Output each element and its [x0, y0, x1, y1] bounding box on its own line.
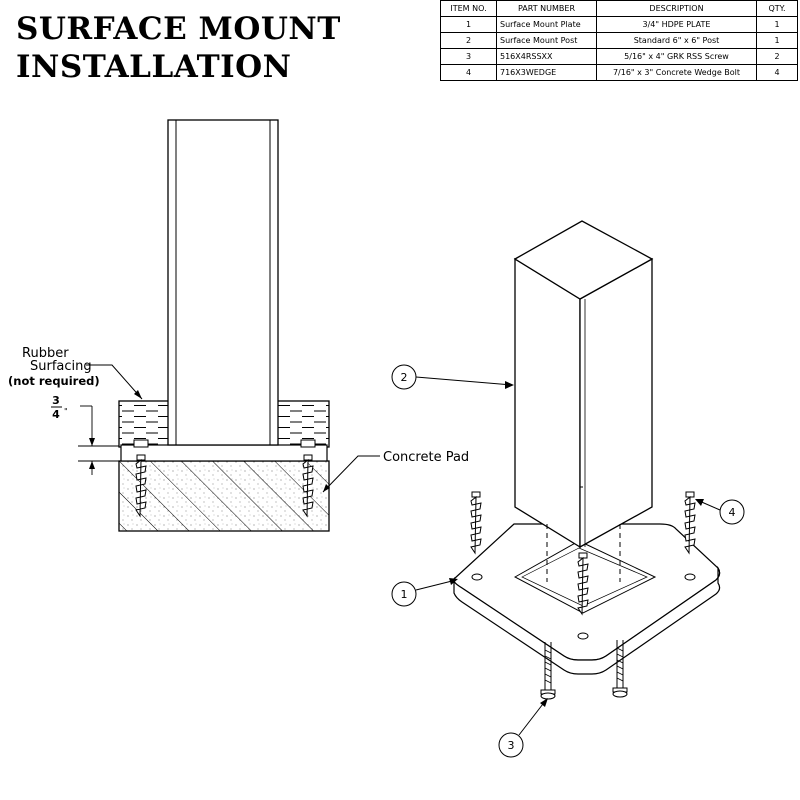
table-row: 1 Surface Mount Plate 3/4" HDPE PLATE 1	[440, 16, 798, 33]
hdpe-plate-section	[120, 444, 328, 462]
wedge-bolt-head-left	[133, 439, 149, 448]
balloon-3-label: 3	[508, 739, 515, 752]
balloon-2: 2	[391, 364, 514, 390]
balloon-1: 1	[391, 578, 458, 607]
wedge-bolt-bottom-right	[612, 640, 628, 698]
bom-qty: 4	[756, 64, 798, 81]
post-left-face	[514, 257, 581, 549]
rubber-surfacing-label-line-1: Rubber	[22, 346, 69, 361]
table-row: 4 716X3WEDGE 7/16" x 3" Concrete Wedge B…	[440, 64, 798, 81]
bill-of-materials-table: ITEM NO. PART NUMBER DESCRIPTION QTY. 1 …	[440, 0, 798, 81]
balloon-4-label: 4	[729, 506, 736, 519]
balloon-2-label: 2	[401, 371, 408, 384]
wedge-bolt-head-right	[300, 439, 316, 448]
dimension-denominator: 4	[52, 408, 60, 421]
post-right-face	[579, 257, 653, 549]
concrete-pad-section	[118, 460, 330, 532]
balloon-3: 3	[498, 698, 548, 758]
balloon-4: 4	[695, 499, 745, 525]
concrete-pad-label: Concrete Pad	[383, 450, 469, 465]
title-line-2: INSTALLATION	[16, 49, 292, 85]
wedge-bolt-bottom-left	[540, 642, 556, 700]
post-top-face	[513, 220, 654, 300]
dimension-numerator: 3	[52, 394, 60, 407]
dimension-unit: "	[64, 407, 68, 416]
rubber-surfacing-note: (not required)	[8, 374, 100, 388]
rubber-surfacing-leader	[86, 364, 143, 400]
post-section	[167, 119, 279, 446]
section-view: 3 4 " Rubber Surfacing (not required) Co…	[8, 119, 469, 532]
isometric-view: 2 1 4 3	[391, 220, 745, 758]
wedge-bolt-top-left	[470, 491, 482, 554]
title-line-1: SURFACE MOUNT	[16, 11, 341, 47]
balloon-1-label: 1	[401, 588, 408, 601]
drawing-title: SURFACE MOUNT INSTALLATION	[16, 10, 341, 86]
concrete-pad-leader	[322, 455, 380, 493]
plate-edge	[453, 566, 721, 675]
table-row: 2 Surface Mount Post Standard 6" x 6" Po…	[440, 32, 798, 49]
rubber-surfacing-label-line-2: Surfacing	[30, 359, 92, 374]
